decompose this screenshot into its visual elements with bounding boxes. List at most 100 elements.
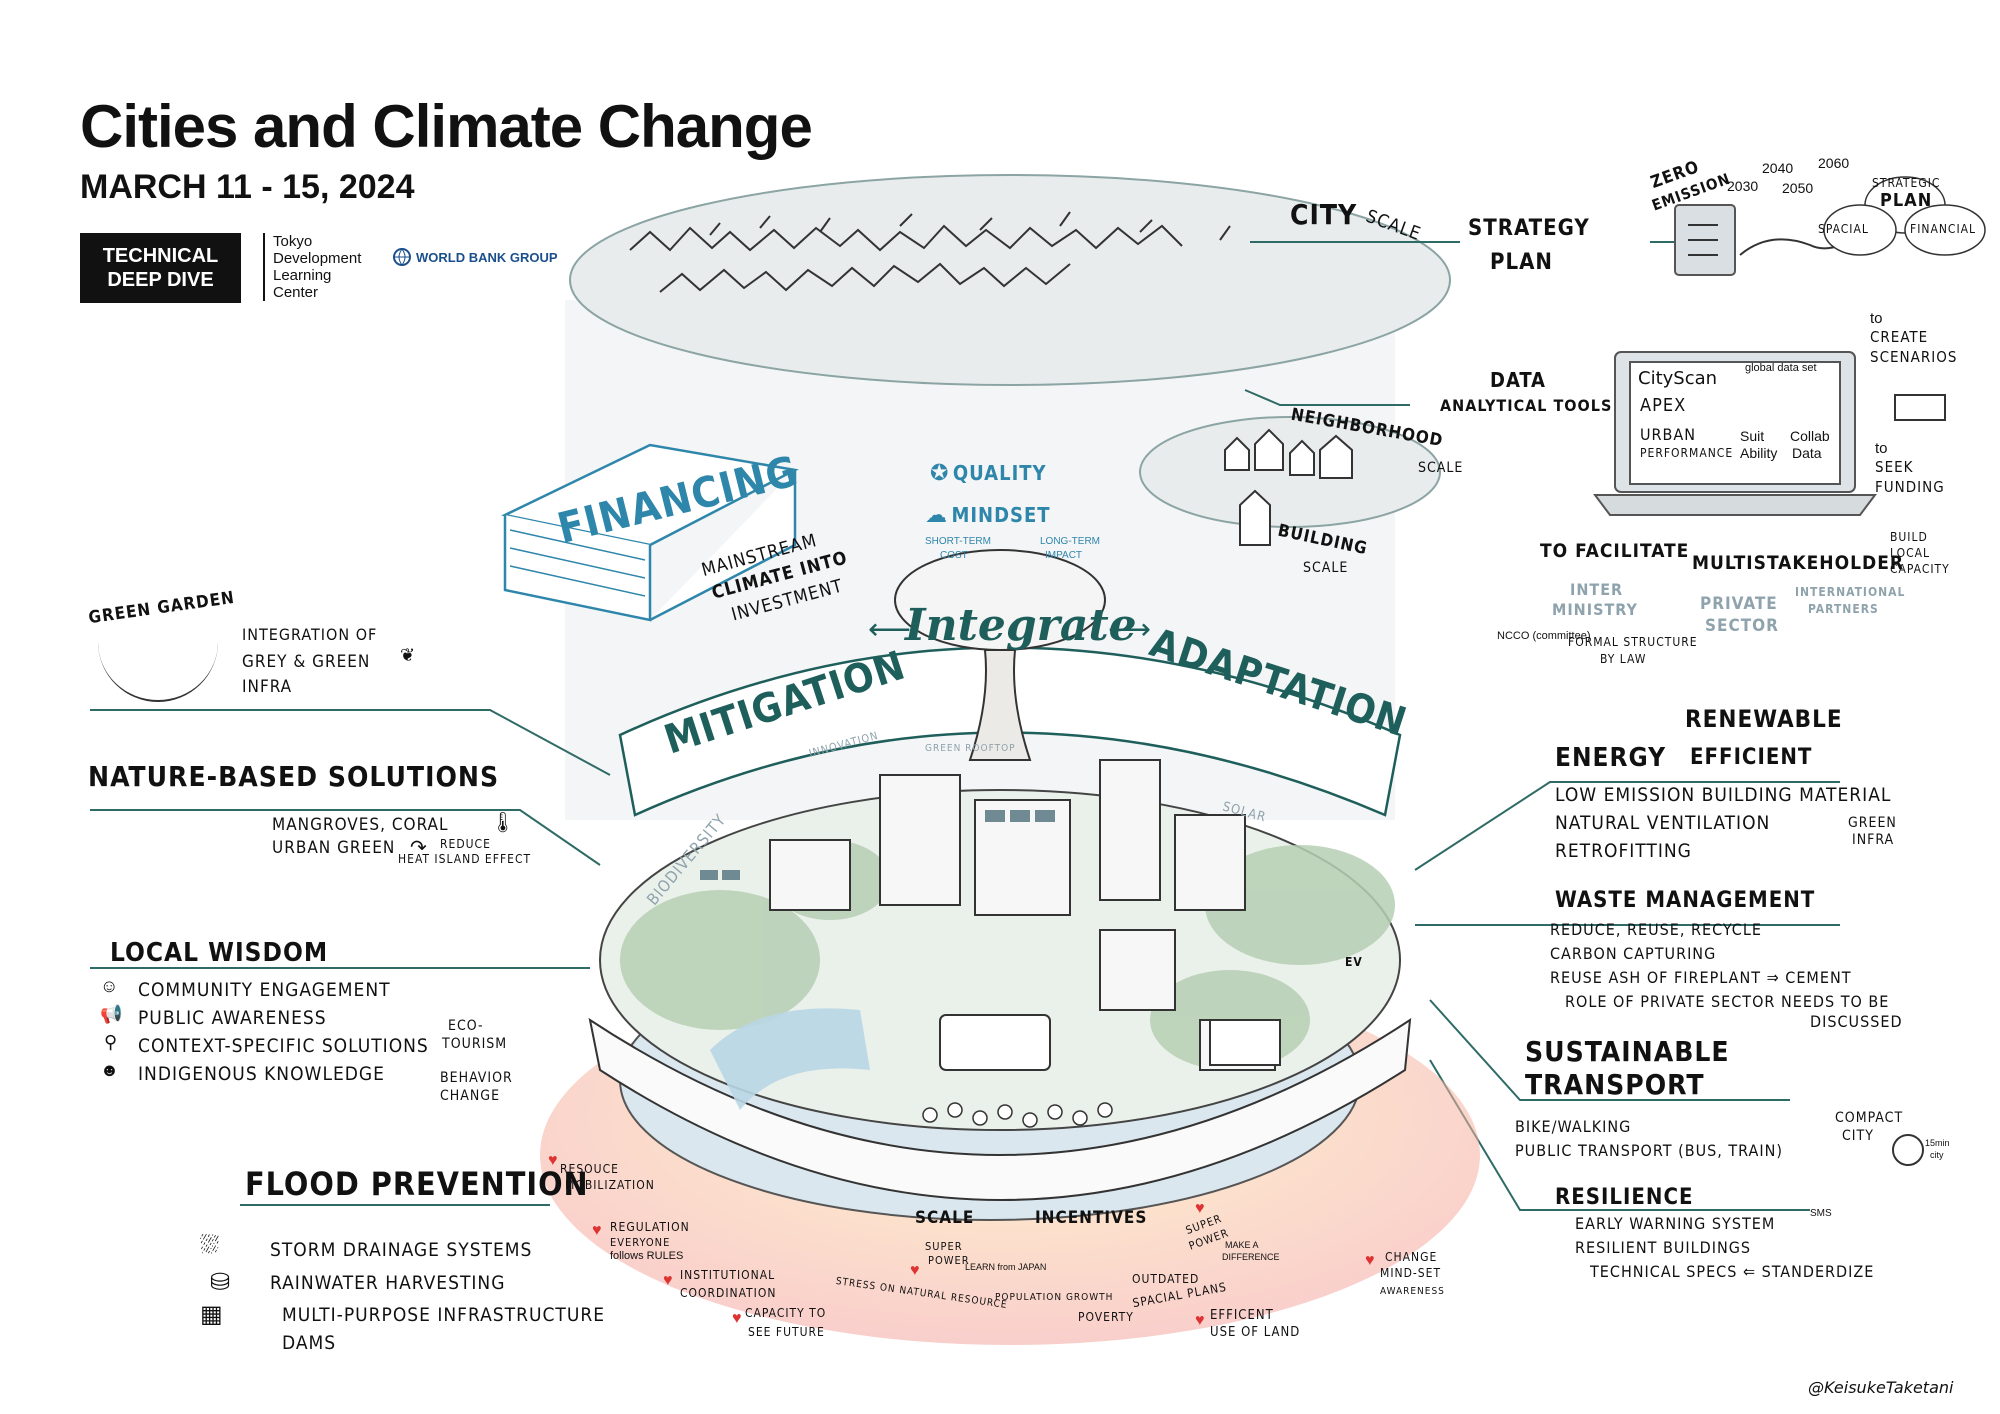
artist-credit: @KeisukeTaketani	[1808, 1378, 1954, 1397]
resilience-item-1: EARLY WARNING SYSTEM	[1575, 1214, 1776, 1233]
building-sketch	[1239, 489, 1271, 546]
change-mindset-label: CHANGE	[1385, 1250, 1438, 1264]
context-specific-item: CONTEXT-SPECIFIC SOLUTIONS	[138, 1035, 429, 1057]
badge-line-2: DEEP DIVE	[107, 269, 214, 291]
barrel-icon: ⛁	[210, 1269, 231, 1296]
strategy-label: STRATEGY	[1468, 216, 1590, 241]
waste-item-2: CARBON CAPTURING	[1550, 944, 1717, 963]
financing-book	[501, 443, 799, 622]
incentives-label: INCENTIVES	[1035, 1208, 1148, 1228]
poverty-label: POVERTY	[1078, 1310, 1134, 1324]
neighborhood-scale-label: SCALE	[1418, 460, 1464, 476]
efficient-label: EFFICIENT	[1690, 745, 1813, 770]
mangroves-label: MANGROVES, CORAL	[272, 815, 449, 835]
world-bank-logo: WORLD BANK GROUP	[392, 247, 558, 267]
page-title: Cities and Climate Change	[80, 93, 813, 160]
urban-green-label: URBAN GREEN	[272, 838, 396, 858]
build-label: BUILD	[1890, 530, 1928, 544]
neighborhood-houses	[1224, 428, 1353, 479]
funding-label: FUNDING	[1875, 478, 1945, 496]
to-seek-label: to	[1875, 440, 1888, 457]
short-term-label: SHORT-TERM	[925, 536, 991, 547]
heart-icon: ♥	[1365, 1252, 1375, 1269]
island-ring	[588, 1017, 1412, 1201]
resource-label: RESOUCE	[560, 1162, 619, 1176]
year-2030: 2030	[1727, 178, 1759, 194]
waste-management-heading: WASTE MANAGEMENT	[1555, 888, 1816, 913]
energy-item-2: NATURAL VENTILATION	[1555, 812, 1771, 834]
energy-item-1: LOW EMISSION BUILDING MATERIAL	[1555, 784, 1892, 806]
build-capacity-label: CAPACITY	[1890, 562, 1950, 576]
compact-label: COMPACT	[1835, 1110, 1904, 1126]
year-2040: 2040	[1762, 160, 1794, 176]
long-term-label: LONG-TERM	[1040, 536, 1100, 547]
make-a-label: MAKE A	[1225, 1240, 1259, 1250]
spacial-label: SPACIAL	[1818, 222, 1869, 236]
resilience-heading: RESILIENCE	[1555, 1185, 1694, 1210]
urban-label: URBAN	[1640, 425, 1697, 444]
clipboard	[1674, 204, 1736, 276]
rainwater-item: RAINWATER HARVESTING	[270, 1272, 506, 1294]
strategic-plan-label: PLAN	[1880, 190, 1933, 211]
heart-icon: ♥	[548, 1152, 558, 1169]
impact-label: IMPACT	[1045, 550, 1083, 561]
outdated-label: OUTDATED	[1132, 1272, 1200, 1286]
infra-label: INFRA	[242, 677, 293, 697]
clock	[1892, 1134, 1924, 1166]
performance-label: PERFORMANCE	[1640, 446, 1734, 460]
solar-panels	[700, 810, 1055, 880]
behavior-label: BEHAVIOR	[440, 1070, 513, 1086]
waste-item-1: REDUCE, REUSE, RECYCLE	[1550, 920, 1762, 939]
cost-label: COST	[940, 550, 968, 561]
sector-label: SECTOR	[1705, 616, 1779, 636]
left-arrow-icon: ⟵	[868, 613, 912, 646]
event-date: MARCH 11 - 15, 2024	[80, 168, 415, 206]
ncc-label: NCCO (committee)	[1497, 630, 1591, 642]
build-local-label: LOCAL	[1890, 546, 1931, 560]
tdlc-logo: Tokyo Development Learning Center	[263, 233, 361, 301]
create-label: CREATE	[1870, 328, 1929, 346]
fifteen-min-label: 15min	[1925, 1138, 1950, 1148]
by-law-label: by LAW	[1600, 652, 1647, 666]
regulation-label: REGULATION	[610, 1220, 690, 1234]
integration-label: INTEGRATION of	[242, 625, 378, 644]
tree	[894, 549, 1106, 761]
formal-structure-label: FORMAL STRUCTURE	[1568, 635, 1698, 649]
waste-note-2: DISCUSSED	[1810, 1012, 1903, 1031]
people-icon: ☺	[100, 976, 119, 996]
inter-label: INTER	[1570, 580, 1624, 599]
private-label: PRIVATE	[1700, 594, 1778, 614]
scale-label: SCALE	[915, 1208, 975, 1228]
badge-line-1: TECHNICAL	[102, 245, 219, 267]
group-icon: ☻	[100, 1060, 119, 1080]
waste-item-3: REUSE ASH of FIREPLANT ⇒ CEMENT	[1550, 968, 1852, 987]
city-rooftops	[629, 211, 1231, 293]
transport-item-1: BIKE/WALKING	[1515, 1117, 1632, 1136]
green-rooftop-label: GREEN ROOFTOP	[925, 743, 1016, 754]
difference-label: DIFFERENCE	[1222, 1252, 1280, 1262]
coordination-label: COORDINATION	[680, 1286, 777, 1300]
multistakeholder-label: MULTISTAKEHOLDER	[1692, 552, 1905, 574]
heart-icon: ♥	[663, 1272, 673, 1289]
financial-label: FINANCIAL	[1910, 222, 1977, 236]
everyone-label: EVERYONE	[610, 1236, 671, 1249]
super-power-label: SUPER	[925, 1240, 963, 1253]
quality-label: QUALITY	[952, 461, 1047, 485]
transport-item-2: PUBLIC TRANSPORT (BUS, TRAIN)	[1515, 1141, 1783, 1160]
integrate-label: Integrate	[905, 600, 1137, 651]
learn-from-japan-label: LEARN from JAPAN	[965, 1262, 1047, 1272]
multi-purpose-item: MULTI-PURPOSE INFRASTRUCTURE	[282, 1304, 606, 1326]
drain-icon: ⛆	[200, 1232, 220, 1259]
cityscan-label: CityScan	[1638, 368, 1718, 389]
scenarios-label: SCENARIOS	[1870, 348, 1958, 366]
local-wisdom-heading: LOCAL WISDOM	[110, 938, 329, 968]
resilience-item-2: RESILIENT BUILDINGS	[1575, 1238, 1752, 1257]
transport-heading: TRANSPORT	[1525, 1068, 1705, 1101]
thermometer-icon: 🌡	[490, 812, 516, 834]
capacity-label: CAPACITY to	[745, 1306, 827, 1320]
international-label: INTERNATIONAL	[1795, 585, 1906, 599]
city-label-small: CITY	[1842, 1128, 1874, 1144]
use-of-land-label: USE of LAND	[1210, 1325, 1301, 1340]
quality-item: ✪ QUALITY	[930, 460, 1047, 486]
global-data-label: global data set	[1745, 362, 1817, 374]
